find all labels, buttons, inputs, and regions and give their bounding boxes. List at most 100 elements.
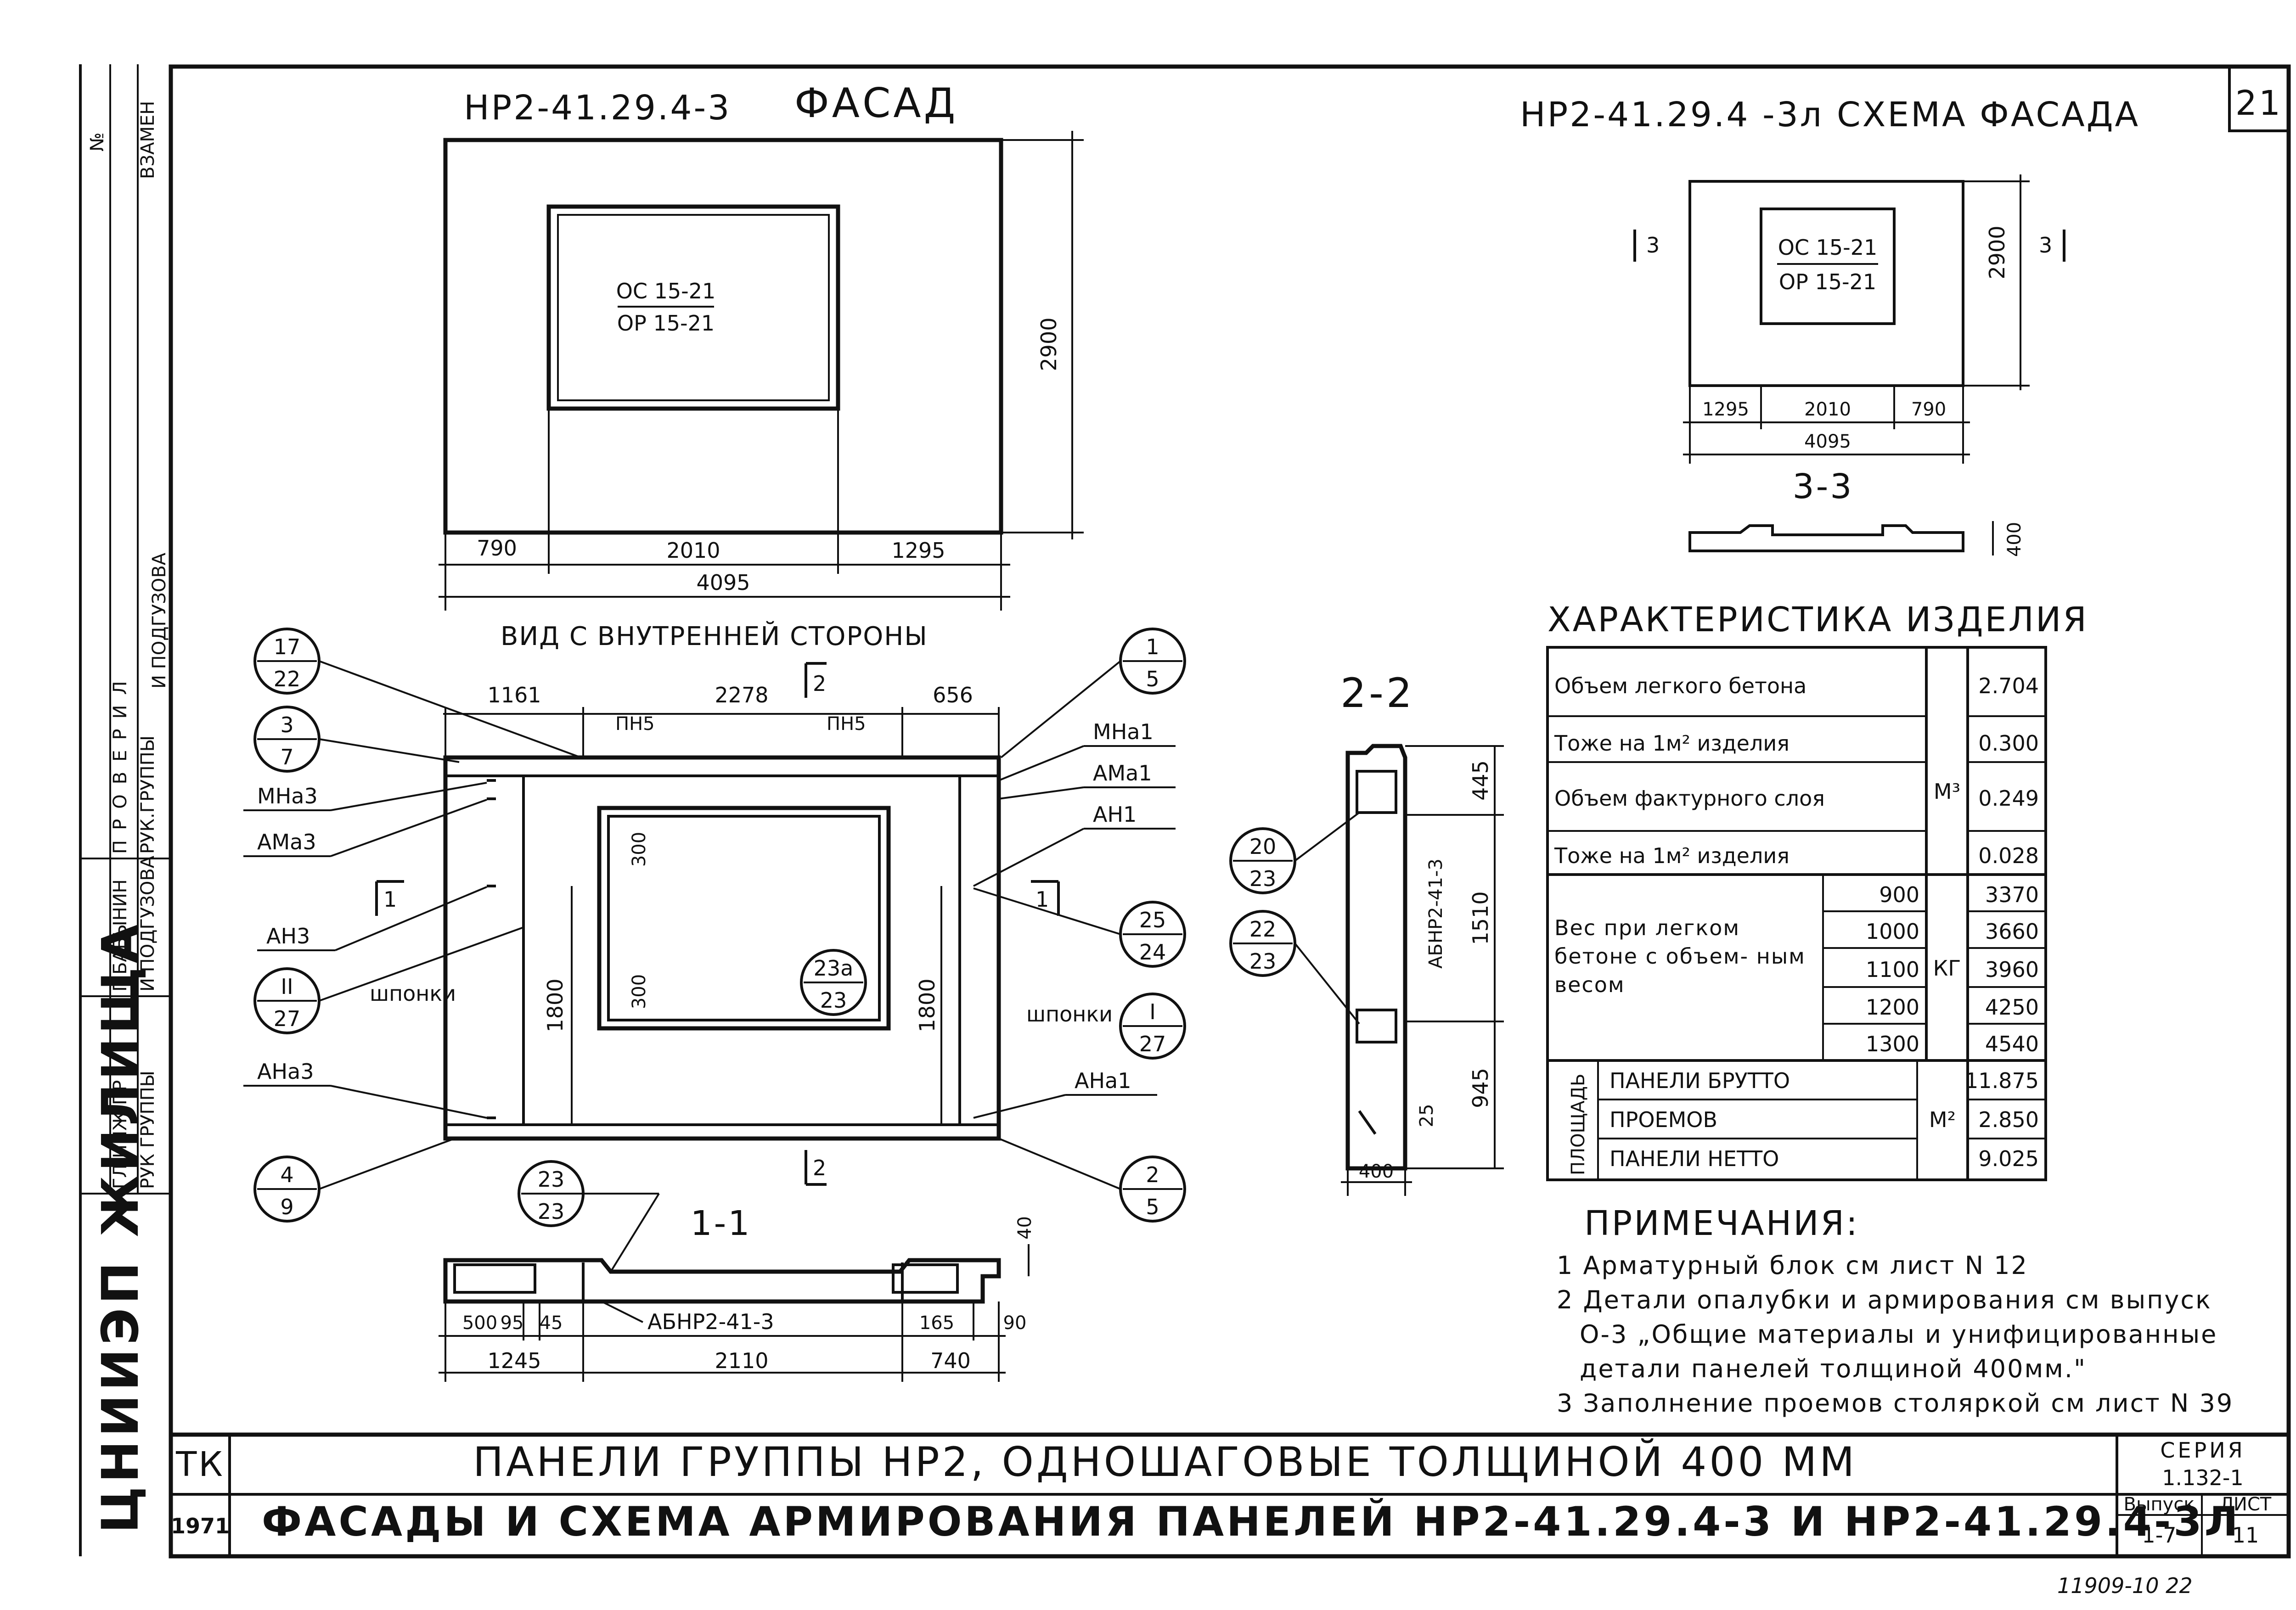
char-weight-label-box: Вес при легком бетоне с объем- ным весом (1554, 915, 1806, 997)
section11-dim-165: 165 (919, 1313, 954, 1334)
section11-shape (443, 1258, 1001, 1304)
char-weight-label: Вес при легком бетоне с объем- ным весом (1554, 915, 1806, 997)
inner-dim-300b: 300 (629, 974, 650, 1009)
notes: ПРИМЕЧАНИЯ: 1 Арматурный блок см лист N … (1557, 1204, 2234, 1418)
inner-dim-left: 1800 (543, 978, 568, 1032)
svg-text:5: 5 (1146, 1195, 1159, 1219)
section22-title: 2-2 (1340, 669, 1415, 717)
scheme-dim-1: 1295 (1702, 399, 1749, 420)
stamp-col-7: И ПОДГУЗОВА (137, 855, 158, 992)
svg-text:1: 1 (1146, 634, 1159, 659)
callout-II-27: II 27 (253, 926, 524, 1034)
scheme-section-shape (1688, 524, 1964, 552)
inner-window (597, 806, 891, 1031)
facade-subtitle: ФАСАД (794, 79, 958, 127)
char-area-1-value: 11.875 (1965, 1068, 2039, 1093)
scheme-title: НР2-41.29.4 -3л (1520, 95, 1823, 135)
inner-dim-300a: 300 (629, 832, 650, 867)
sheet-number-box (2228, 65, 2290, 132)
callout-I-27: I 27 (1119, 993, 1186, 1060)
inner-dim-2: 2278 (715, 683, 768, 707)
inner-pn-left: ПН5 (615, 713, 655, 735)
scheme-panel (1688, 180, 1964, 387)
svg-text:27: 27 (1139, 1032, 1166, 1056)
svg-text:27: 27 (274, 1006, 301, 1031)
tb-series-label: СЕРИЯ (2160, 1438, 2245, 1463)
scheme-cut-right: 3 (2039, 233, 2052, 258)
callout-25-24: 25 24 (973, 887, 1186, 968)
characteristics-table: ХАРАКТЕРИСТИКА ИЗДЕЛИЯ Объем легкого бет… (1546, 600, 2087, 1181)
facade-window-top: ОС 15-21 (616, 279, 716, 303)
note-2a: 2 Детали опалубки и армирования см выпус… (1557, 1285, 2212, 1314)
inner-label-r3: АН1 (1093, 802, 1137, 827)
note-1: 1 Арматурный блок см лист N 12 (1557, 1251, 2028, 1280)
scheme-subtitle: СХЕМА ФАСАДА (1837, 95, 2140, 135)
inner-pn-right: ПН5 (827, 713, 866, 735)
stamp-col-4: РУК.ГРУППЫ (137, 735, 158, 854)
svg-text:17: 17 (274, 634, 301, 659)
scheme-view: НР2-41.29.4 -3л СХЕМА ФАСАДА ОС 15-21 ОР… (1520, 95, 2140, 557)
tb-issue-label: Выпуск (2124, 1494, 2195, 1515)
callout-22-23: 22 23 (1229, 910, 1360, 1025)
tb-line-1: ПАНЕЛИ ГРУППЫ НР2, ОДНОШАГОВЫЕ ТОЛЩИНОЙ … (473, 1438, 1857, 1486)
svg-text:23: 23 (538, 1167, 565, 1192)
svg-text:I: I (1149, 999, 1156, 1024)
char-area-2-value: 2.850 (1978, 1107, 2039, 1132)
facade-view: НР2-41.29.4-3 ФАСАД ОС 15-21 ОР 15-21 29… (439, 79, 1084, 611)
inner-label-r2: АМа1 (1093, 761, 1152, 785)
char-weight-3: 3960 (1985, 957, 2039, 982)
char-row-4-label: Тоже на 1м² изделия (1554, 843, 1790, 868)
scheme-section-label: 3-3 (1793, 467, 1854, 506)
stamp-org: ЦНИИЭП ЖИЛИЩА (91, 921, 150, 1533)
char-density-5: 1300 (1866, 1032, 1919, 1056)
scheme-cut-left: 3 (1646, 233, 1660, 258)
char-area-1-label: ПАНЕЛИ БРУТТО (1609, 1068, 1790, 1093)
note-3: 3 Заполнение проемов столяркой см лист N… (1557, 1389, 2234, 1418)
facade-window-bottom: ОР 15-21 (617, 311, 715, 336)
char-area-2-label: ПРОЕМОВ (1609, 1107, 1717, 1132)
svg-text:23: 23 (538, 1199, 565, 1224)
stamp-col-3: ПРОВЕРИЛ (110, 671, 131, 854)
tb-sheet: 11 (2232, 1523, 2259, 1548)
inner-shponki-left: шпонки (370, 981, 456, 1006)
section11-dim-1245: 1245 (487, 1348, 541, 1373)
title-block: ТК 1971 ПАНЕЛИ ГРУППЫ НР2, ОДНОШАГОВЫЕ Т… (171, 1432, 2289, 1556)
facade-dim-height: 2900 (1036, 317, 1061, 371)
scheme-window-bottom: ОР 15-21 (1779, 269, 1876, 294)
char-density-3: 1100 (1866, 957, 1919, 982)
left-stamp: ВЗАМЕН № ПРОВЕРИЛ РУК.ГРУППЫ И ПОДГУЗОВА… (79, 64, 171, 1556)
section22-width: 400 (1359, 1161, 1394, 1182)
inner-label-l2: АМа3 (257, 830, 316, 854)
svg-text:22: 22 (274, 667, 301, 691)
tb-sheet-label: ЛИСТ (2220, 1494, 2272, 1515)
char-weight-4: 4250 (1985, 995, 2039, 1020)
inner-cut-left: 1 (383, 887, 397, 912)
char-row-4-value: 0.028 (1978, 843, 2039, 868)
facade-dim-total: 4095 (696, 570, 750, 595)
tb-line-2: ФАСАДЫ И СХЕМА АРМИРОВАНИЯ ПАНЕЛЕЙ НР2-4… (262, 1498, 2241, 1545)
inner-shponki-right: шпонки (1026, 1002, 1113, 1027)
inner-dim-3: 656 (933, 683, 973, 707)
stamp-col-9: РУК ГРУППЫ (137, 1071, 158, 1189)
section11-block-label: АБНР2-41-3 (647, 1309, 774, 1334)
char-area-3-label: ПАНЕЛИ НЕТТО (1609, 1146, 1779, 1171)
stamp-col-8: ГЛ ИНЖ ПР (110, 1080, 131, 1189)
stamp-col-5: И ПОДГУЗОВА (149, 552, 170, 689)
notes-title: ПРИМЕЧАНИЯ: (1584, 1204, 1859, 1243)
scheme-section-dim: 400 (2004, 522, 2025, 557)
footer-code: 11909-10 22 (2057, 1573, 2193, 1598)
inner-label-l4: АНа3 (257, 1059, 314, 1084)
inner-cut-bottom: 2 (813, 1156, 826, 1180)
stamp-col-1: ВЗАМЕН (137, 101, 158, 179)
stamp-col-2: № (87, 132, 108, 151)
char-density-1: 900 (1879, 882, 1919, 907)
scheme-dim-2: 2010 (1804, 399, 1851, 420)
inner-label-r1: МНа1 (1093, 719, 1154, 744)
sheet-frame (169, 64, 2291, 1559)
tb-year: 1971 (171, 1514, 230, 1538)
facade-dim-1: 790 (477, 536, 517, 561)
tb-series: 1.132-1 (2162, 1465, 2244, 1490)
section22-dim-945: 945 (1468, 1068, 1493, 1108)
inner-cut-top: 2 (813, 671, 826, 696)
